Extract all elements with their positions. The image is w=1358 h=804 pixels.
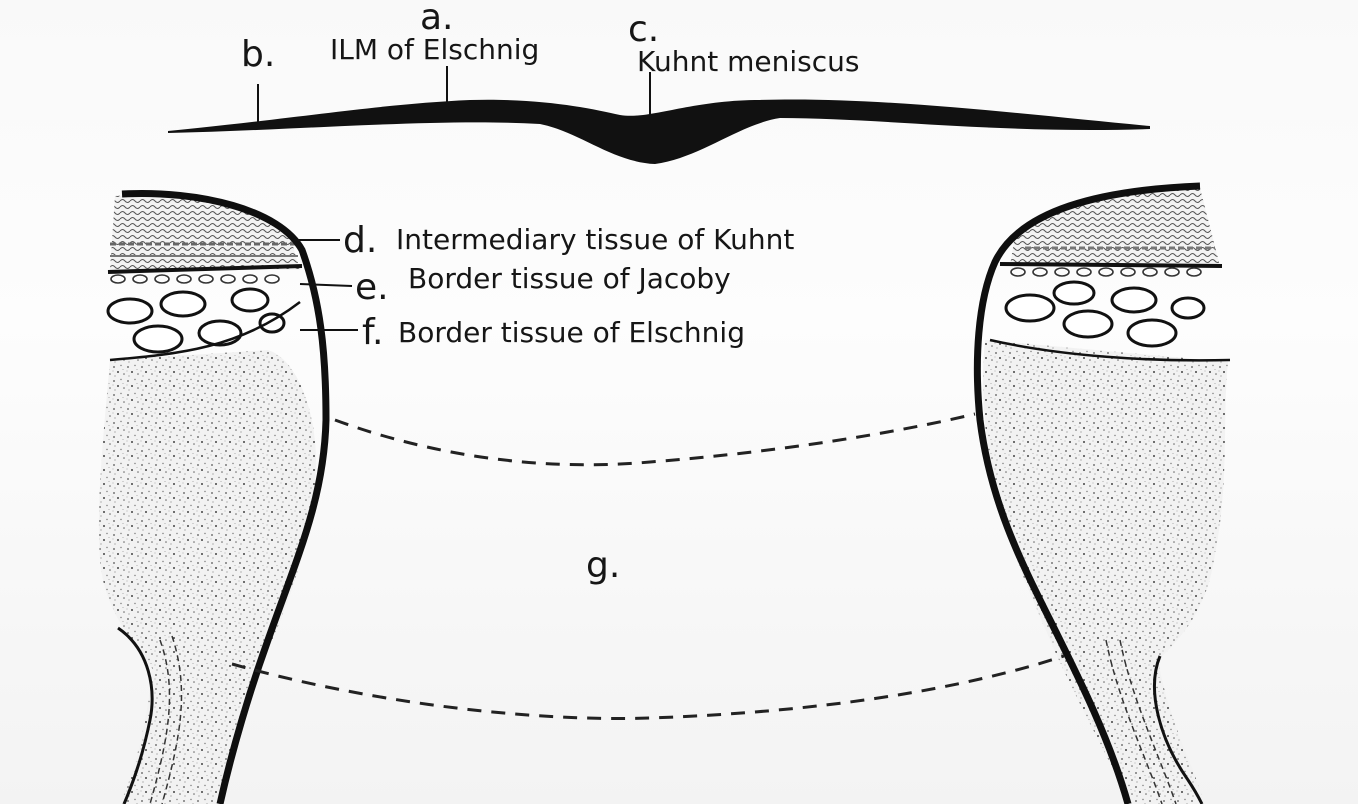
right-hatched-layer	[1010, 187, 1220, 266]
lamina-lower-boundary	[231, 654, 1065, 720]
left-nerve-stalk-edge	[117, 626, 154, 804]
label-a-text: ILM of Elschnig	[330, 33, 540, 66]
label-e-text: Border tissue of Jacoby	[408, 262, 731, 295]
left-neuroretinal-rim	[98, 190, 330, 804]
right-border-tissue-line	[973, 182, 1201, 804]
right-stippled-tissue	[983, 340, 1228, 804]
right-neuroretinal-rim	[973, 182, 1231, 804]
left-hatched-layer	[110, 195, 300, 270]
left-vessel-row-small	[110, 274, 280, 284]
label-c-letter: c.	[628, 9, 660, 50]
left-blood-vessels	[106, 287, 286, 354]
right-blood-vessels	[1004, 280, 1206, 348]
label-d-text: Intermediary tissue of Kuhnt	[396, 223, 795, 256]
right-nerve-stalk-edge	[1153, 655, 1204, 804]
label-c-text: Kuhnt meniscus	[637, 45, 860, 78]
leader-line-e	[299, 283, 353, 287]
inner-limiting-membrane	[168, 99, 1150, 164]
label-e-letter: e.	[355, 267, 389, 308]
lamina-upper-boundary	[334, 412, 976, 467]
left-stippled-tissue	[98, 350, 317, 804]
label-f-letter: f.	[362, 312, 384, 353]
label-d-letter: d.	[343, 220, 378, 261]
label-g-letter: g.	[586, 545, 621, 586]
right-vessel-row-small	[1010, 267, 1202, 277]
label-a-letter: a.	[420, 0, 454, 38]
left-border-tissue-line	[121, 190, 330, 804]
label-b-letter: b.	[241, 34, 276, 75]
label-f-text: Border tissue of Elschnig	[398, 316, 745, 349]
